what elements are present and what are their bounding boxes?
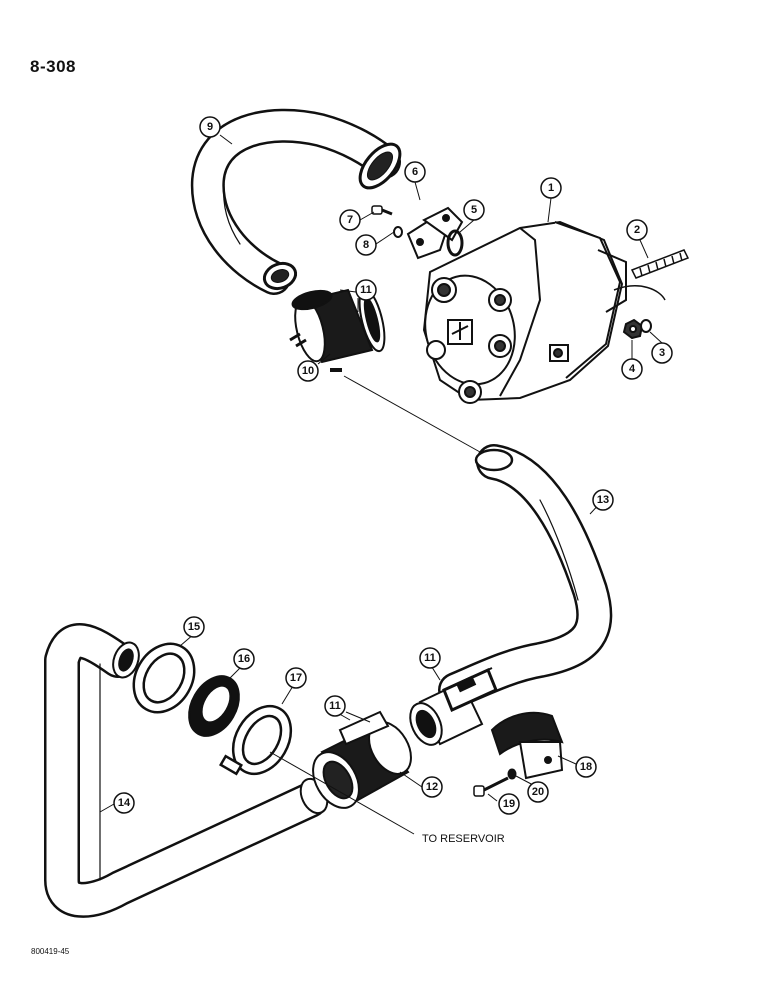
- svg-text:3: 3: [659, 347, 665, 359]
- bolt-19: [473, 776, 509, 797]
- callout-11-upper: 11: [355, 279, 377, 301]
- seal-16: [188, 675, 240, 737]
- stud-2: [630, 249, 690, 279]
- figure-code: 800419-45: [31, 947, 70, 956]
- callout-6: 6: [404, 161, 426, 183]
- callout-17: 17: [285, 667, 307, 689]
- leader-lines: [99, 134, 663, 835]
- callout-3: 3: [651, 342, 673, 364]
- svg-text:11: 11: [329, 700, 341, 712]
- washer-20: [507, 768, 517, 780]
- svg-text:15: 15: [188, 621, 200, 633]
- svg-text:2: 2: [634, 224, 640, 236]
- svg-text:11: 11: [360, 284, 372, 296]
- callout-13: 13: [592, 489, 614, 511]
- callout-10: 10: [297, 360, 319, 382]
- callout-18: 18: [575, 756, 597, 778]
- o-ring-5: [446, 229, 464, 257]
- svg-text:10: 10: [302, 365, 314, 377]
- callout-5: 5: [463, 199, 485, 221]
- callout-4: 4: [621, 358, 643, 380]
- callout-20: 20: [527, 781, 549, 803]
- tube-13-lower-end: [409, 667, 498, 746]
- tube-14: [44, 623, 328, 918]
- clamp-17: [218, 704, 293, 776]
- callout-1: 1: [540, 177, 562, 199]
- svg-text:12: 12: [426, 781, 438, 793]
- flange-halves: [406, 206, 464, 260]
- callout-2: 2: [626, 219, 648, 241]
- svg-text:16: 16: [238, 653, 250, 665]
- svg-text:19: 19: [503, 798, 515, 810]
- svg-text:4: 4: [629, 363, 636, 375]
- callout-9: 9: [199, 116, 221, 138]
- tube-13: [438, 444, 613, 708]
- callout-8: 8: [355, 234, 377, 256]
- svg-text:20: 20: [532, 786, 544, 798]
- hose-10: [289, 287, 386, 372]
- svg-text:17: 17: [290, 672, 302, 684]
- callout-19: 19: [498, 793, 520, 815]
- svg-text:18: 18: [580, 761, 592, 773]
- cap-screw-7: [371, 205, 393, 216]
- tube-9-flange: [262, 142, 402, 291]
- bracket-18: [490, 711, 564, 780]
- svg-text:9: 9: [207, 121, 213, 133]
- svg-text:11: 11: [424, 652, 436, 664]
- callouts: 1 2 3 4 5 6 7 8 9 10 11 11 11 12 13 14 1…: [113, 116, 673, 815]
- callout-15: 15: [183, 616, 205, 638]
- to-reservoir-note: TO RESERVOIR: [422, 833, 505, 845]
- callout-16: 16: [233, 648, 255, 670]
- washer-3: [640, 319, 652, 333]
- hose-12: [312, 710, 412, 809]
- callout-7: 7: [339, 209, 361, 231]
- svg-text:5: 5: [471, 204, 477, 216]
- ring-15: [132, 642, 196, 714]
- page-number: 8-308: [30, 57, 76, 76]
- svg-text:6: 6: [412, 166, 418, 178]
- svg-text:8: 8: [363, 239, 369, 251]
- svg-text:13: 13: [597, 494, 609, 506]
- svg-text:14: 14: [118, 797, 131, 809]
- washer-8: [393, 226, 403, 238]
- callout-11-middle: 11: [419, 647, 441, 669]
- nut-4: [622, 318, 644, 340]
- tube-9: [190, 108, 401, 295]
- svg-text:7: 7: [347, 214, 353, 226]
- callout-11-lower: 11: [324, 695, 346, 717]
- hydraulic-pump: [422, 220, 666, 404]
- svg-text:1: 1: [548, 182, 554, 194]
- callout-12: 12: [421, 776, 443, 798]
- callout-14: 14: [113, 792, 135, 814]
- tube-13-end: [474, 448, 514, 472]
